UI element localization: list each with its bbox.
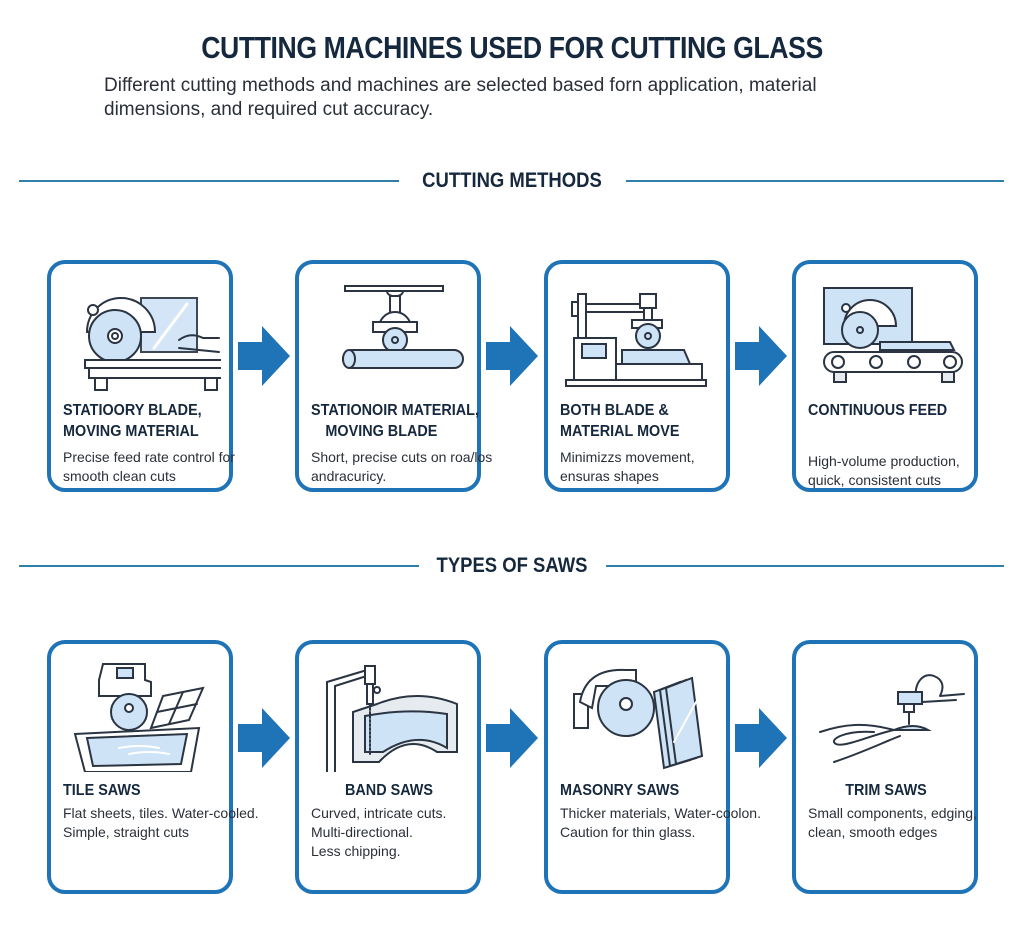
card-desc-line: Less chipping. xyxy=(311,843,401,859)
card-description: Minimizzs movement, ensuras shapes xyxy=(560,448,732,486)
card-title-line: MOVING BLADE xyxy=(325,423,438,440)
section-label: CUTTING METHODS xyxy=(422,169,602,192)
card-title-line: CONTINUOUS FEED xyxy=(808,402,948,419)
divider-line xyxy=(19,565,419,567)
card-masonry-saws: MASONRY SAWS Thicker materials, Water-co… xyxy=(544,640,761,894)
card-description: Thicker materials, Water-coolon. Caution… xyxy=(560,804,761,842)
section-heading-cutting-methods: CUTTING METHODS xyxy=(0,166,1024,196)
card-desc-line: Minimizzs movement, xyxy=(560,449,695,465)
card-desc-line: Multi-directional. xyxy=(311,824,413,840)
card-title-line: MASONRY SAWS xyxy=(560,782,680,799)
card-desc-line: Small components, edging, xyxy=(808,805,977,821)
card-title-line: STATIOORY BLADE, xyxy=(63,402,202,419)
arrow-right-icon xyxy=(735,326,787,386)
page-subtitle: Different cutting methods and machines a… xyxy=(104,74,934,122)
card-desc-line: Caution for thin glass. xyxy=(560,824,696,840)
card-band-saws: BAND SAWS Curved, intricate cuts. Multi-… xyxy=(295,640,481,894)
arrow-right-icon xyxy=(486,326,538,386)
card-title-line: STATIONOIR MATERIAL, xyxy=(311,402,479,419)
card-description: High-volume production, quick, consisten… xyxy=(808,452,980,490)
card-description: Small components, edging, clean, smooth … xyxy=(808,804,980,842)
subtitle-line: dimensions, and required cut accuracy. xyxy=(104,99,434,120)
trim-saw-icon xyxy=(819,674,965,763)
page-title: CUTTING MACHINES USED FOR CUTTING GLASS xyxy=(201,30,823,65)
card-title: TILE SAWS xyxy=(63,780,214,801)
masonry-saw-icon xyxy=(573,668,704,770)
card-desc-line: Curved, intricate cuts. xyxy=(311,805,447,821)
card-desc-line: Thicker materials, Water-coolon. xyxy=(560,805,761,821)
card-title: BOTH BLADE & MATERIAL MOVE xyxy=(560,400,711,442)
card-title: TRIM SAWS xyxy=(810,780,961,801)
card-desc-line: High-volume production, xyxy=(808,453,960,469)
card-desc-line: quick, consistent cuts xyxy=(808,472,942,488)
card-title: STATIOORY BLADE, MOVING MATERIAL xyxy=(63,400,214,442)
card-desc-line: Simple, straight cuts xyxy=(63,824,190,840)
arrow-right-icon xyxy=(486,708,538,768)
band-saw-icon xyxy=(326,665,458,772)
card-stationary-material: STATIONOIR MATERIAL, MOVING BLADE Short,… xyxy=(295,260,493,492)
tile-saw-icon xyxy=(73,663,205,772)
arrow-right-icon xyxy=(238,326,290,386)
divider-line xyxy=(606,565,1004,567)
card-desc-line: ensuras shapes xyxy=(560,468,659,484)
section-label: TYPES OF SAWS xyxy=(436,554,588,577)
card-trim-saws: TRIM SAWS Small components, edging, clea… xyxy=(792,640,978,894)
divider-line xyxy=(626,180,1004,182)
card-title-line: MATERIAL MOVE xyxy=(560,423,680,440)
card-title-line: MOVING MATERIAL xyxy=(63,423,199,440)
card-description: Flat sheets, tiles. Water-cooled. Simple… xyxy=(63,804,259,842)
conveyor-saw-icon xyxy=(823,287,963,383)
card-desc-line: smooth clean cuts xyxy=(63,468,176,484)
card-description: Short, precise cuts on roa/los andracuri… xyxy=(311,448,493,486)
card-stationary-blade: STATIOORY BLADE, MOVING MATERIAL Precise… xyxy=(47,260,235,492)
card-desc-line: andracuricy. xyxy=(311,468,387,484)
card-title: MASONRY SAWS xyxy=(560,780,711,801)
card-tile-saws: TILE SAWS Flat sheets, tiles. Water-cool… xyxy=(47,640,259,894)
card-title-line: BAND SAWS xyxy=(344,782,434,799)
section-heading-types-of-saws: TYPES OF SAWS xyxy=(0,551,1024,581)
card-title-line: TRIM SAWS xyxy=(845,782,927,799)
card-desc-line: clean, smooth edges xyxy=(808,824,938,840)
cnc-saw-icon xyxy=(565,293,707,387)
card-title-line: TILE SAWS xyxy=(63,782,141,799)
card-desc-line: Short, precise cuts on roa/los xyxy=(311,449,493,465)
overhead-saw-icon xyxy=(342,285,464,369)
card-both-move: BOTH BLADE & MATERIAL MOVE Minimizzs mov… xyxy=(544,260,730,492)
card-title: STATIONOIR MATERIAL, MOVING BLADE xyxy=(311,400,479,442)
card-title-line: BOTH BLADE & xyxy=(560,402,669,419)
card-continuous-feed: CONTINUOUS FEED High-volume production, … xyxy=(792,260,978,492)
card-desc-line: Flat sheets, tiles. Water-cooled. xyxy=(63,805,259,821)
table-saw-icon xyxy=(84,297,221,391)
subtitle-line: Different cutting methods and machines a… xyxy=(104,75,817,96)
arrow-right-icon xyxy=(238,708,290,768)
card-desc-line: Precise feed rate control for xyxy=(63,449,235,465)
card-description: Curved, intricate cuts. Multi-directiona… xyxy=(311,804,483,861)
card-title: CONTINUOUS FEED xyxy=(808,400,959,421)
divider-line xyxy=(19,180,399,182)
card-description: Precise feed rate control for smooth cle… xyxy=(63,448,235,486)
arrow-right-icon xyxy=(735,708,787,768)
card-title: BAND SAWS xyxy=(313,780,464,801)
